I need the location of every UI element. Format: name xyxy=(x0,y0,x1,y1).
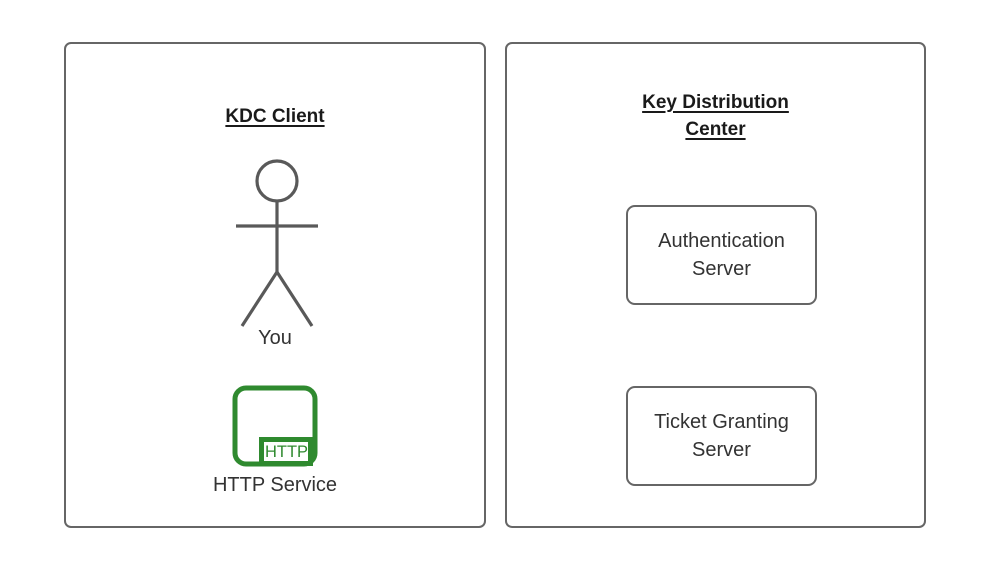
http-service-label: HTTP Service xyxy=(212,474,338,496)
http-service-icon: HTTP xyxy=(66,385,484,469)
stick-figure-label: You xyxy=(258,327,292,349)
panel-kdc-client: KDC Client You HTTP HTTP xyxy=(64,42,486,528)
stick-figure-icon xyxy=(90,156,464,336)
svg-text:HTTP: HTTP xyxy=(265,443,308,461)
panel-kdc-client-title: KDC Client xyxy=(225,106,325,127)
